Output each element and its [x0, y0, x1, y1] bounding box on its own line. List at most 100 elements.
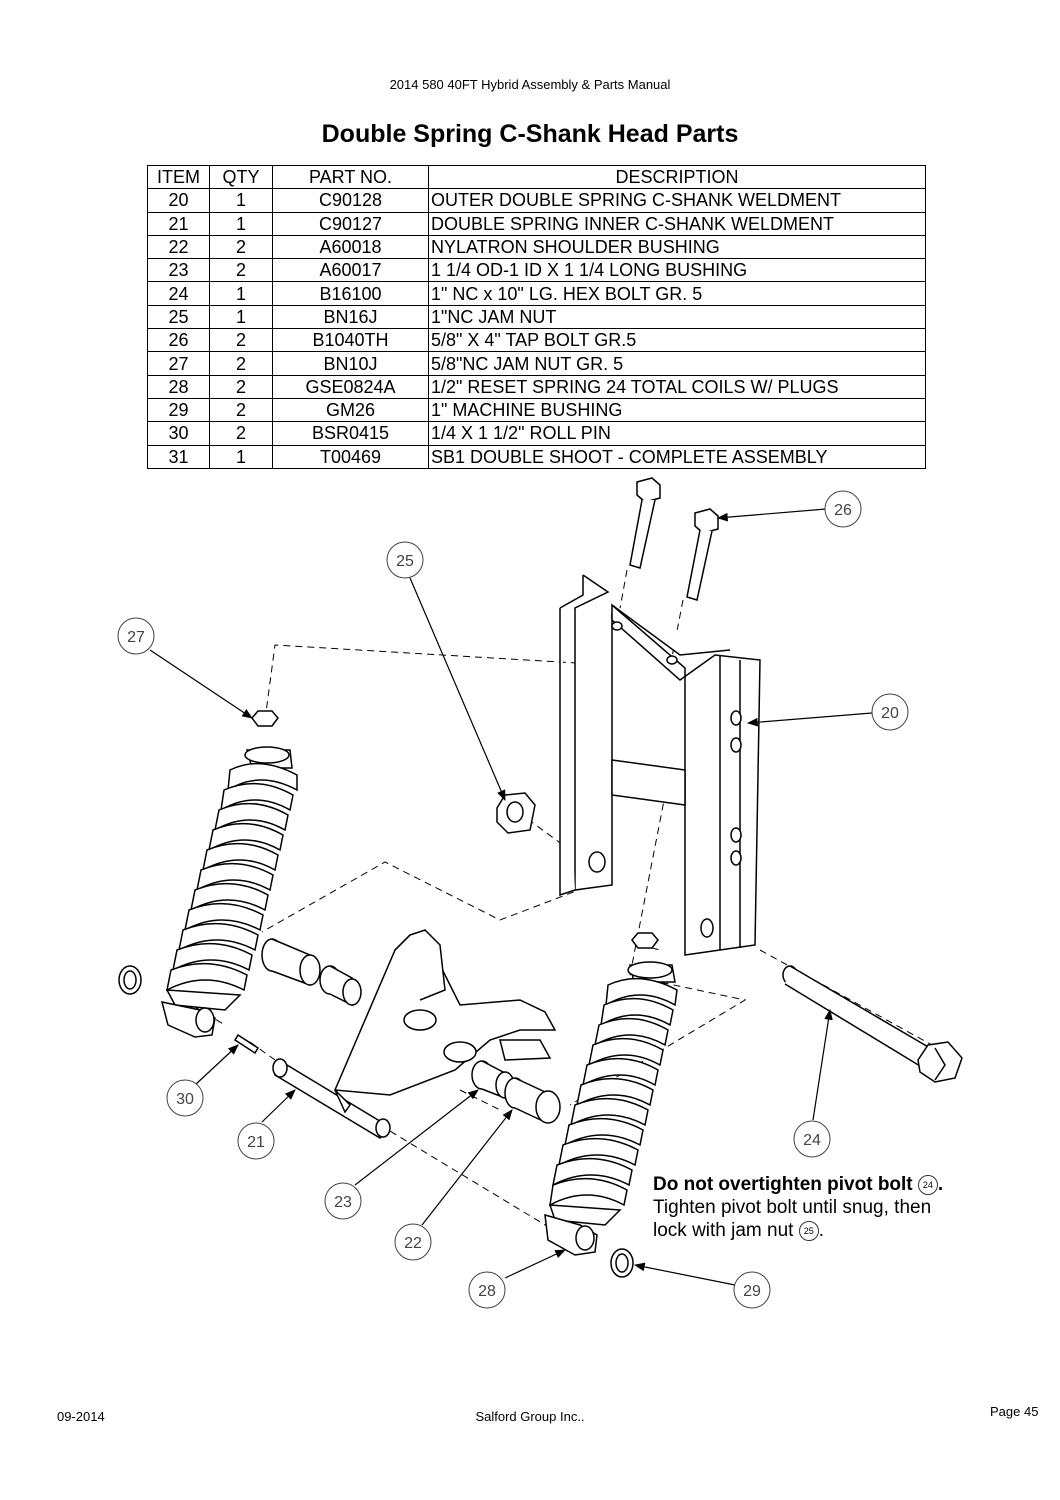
cell-part-no: A60017 — [272, 258, 429, 283]
note-ref-25: 25 — [798, 1220, 819, 1241]
inner-c-shank-weldment — [272, 929, 557, 1139]
callout-28: 28 — [468, 1271, 506, 1309]
svg-text:30: 30 — [176, 1091, 194, 1108]
callout-25: 25 — [386, 541, 424, 579]
cell-qty: 1 — [209, 211, 273, 236]
cell-description: 5/8" X 4" TAP BOLT GR.5 — [428, 328, 926, 353]
cell-part-no: BN10J — [272, 351, 429, 376]
note-ref-24: 24 — [917, 1174, 938, 1195]
callout-22: 22 — [394, 1223, 432, 1261]
cell-item: 22 — [147, 234, 210, 260]
callout-29: 29 — [733, 1271, 771, 1309]
cell-description: OUTER DOUBLE SPRING C-SHANK WELDMENT — [428, 188, 926, 213]
col-header-part-no: PART NO. — [272, 164, 429, 190]
callout-20: 20 — [871, 693, 909, 731]
cell-item: 28 — [147, 374, 210, 399]
callout-27: 27 — [117, 617, 155, 655]
callout-26: 26 — [824, 490, 862, 528]
cell-description: SB1 DOUBLE SHOOT - COMPLETE ASSEMBLY — [428, 444, 926, 469]
svg-text:22: 22 — [404, 1235, 422, 1252]
cell-description: 1"NC JAM NUT — [428, 304, 926, 330]
long-bushing-upper — [319, 965, 362, 1007]
cell-item: 27 — [147, 351, 210, 376]
col-header-item: ITEM — [147, 164, 210, 190]
cell-qty: 2 — [209, 328, 273, 353]
leader-lines — [149, 508, 873, 1286]
footer-date: 09-2014 — [57, 1409, 105, 1424]
cell-qty: 2 — [209, 374, 273, 399]
svg-text:25: 25 — [396, 553, 414, 570]
cell-description: DOUBLE SPRING INNER C-SHANK WELDMENT — [428, 211, 926, 236]
cell-qty: 1 — [209, 444, 273, 469]
svg-text:26: 26 — [834, 502, 852, 519]
cell-part-no: T00469 — [272, 444, 429, 469]
cell-description: 1/2" RESET SPRING 24 TOTAL COILS W/ PLUG… — [428, 374, 926, 399]
svg-text:21: 21 — [247, 1134, 265, 1151]
cell-item: 30 — [147, 421, 210, 446]
cell-description: 1" NC x 10" LG. HEX BOLT GR. 5 — [428, 281, 926, 306]
cell-qty: 2 — [209, 421, 273, 446]
cell-description: 1 1/4 OD-1 ID X 1 1/4 LONG BUSHING — [428, 258, 926, 283]
cell-qty: 1 — [209, 304, 273, 330]
footer-company: Salford Group Inc.. — [475, 1409, 585, 1424]
reset-spring-right — [544, 961, 678, 1256]
svg-text:28: 28 — [478, 1283, 496, 1300]
jam-nuts-27 — [251, 710, 659, 949]
cell-item: 24 — [147, 281, 210, 306]
col-header-description: DESCRIPTION — [428, 164, 926, 190]
long-bushing-lower — [471, 1060, 515, 1100]
cell-part-no: BN16J — [272, 304, 429, 330]
cell-part-no: GSE0824A — [272, 374, 429, 399]
shoulder-bushing-lower — [504, 1077, 561, 1124]
cell-part-no: GM26 — [272, 397, 429, 423]
cell-description: 1/4 X 1 1/2" ROLL PIN — [428, 421, 926, 446]
svg-text:27: 27 — [127, 629, 145, 646]
cell-item: 29 — [147, 397, 210, 423]
cell-part-no: BSR0415 — [272, 421, 429, 446]
note-warning-line: Do not overtighten pivot bolt 24. — [653, 1173, 943, 1196]
shoulder-bushing-upper — [261, 938, 321, 987]
assembly-note: Do not overtighten pivot bolt 24. Tighte… — [653, 1173, 943, 1242]
note-warning-text: Do not overtighten pivot bolt — [653, 1174, 913, 1195]
callout-21: 21 — [237, 1122, 275, 1160]
callout-24: 24 — [793, 1120, 831, 1158]
cell-part-no: B1040TH — [272, 328, 429, 353]
svg-text:23: 23 — [334, 1194, 352, 1211]
cell-description: 1" MACHINE BUSHING — [428, 397, 926, 423]
cell-qty: 2 — [209, 397, 273, 423]
callout-30: 30 — [166, 1079, 204, 1117]
cell-description: NYLATRON SHOULDER BUSHING — [428, 234, 926, 260]
exploded-assembly-diagram: 26 25 27 20 30 21 24 23 22 28 29 — [117, 477, 963, 1309]
cell-part-no: C90128 — [272, 188, 429, 213]
cell-item: 21 — [147, 211, 210, 236]
cell-item: 26 — [147, 328, 210, 353]
table-header-row: ITEM QTY PART NO. DESCRIPTION — [147, 164, 926, 190]
hex-bolt-24 — [782, 965, 963, 1083]
col-header-qty: QTY — [209, 164, 273, 190]
note-jam-nut-end: . — [818, 1220, 825, 1241]
cell-part-no: B16100 — [272, 281, 429, 306]
footer-page-number: Page 45 — [990, 1404, 1039, 1419]
outer-c-shank-weldment — [559, 574, 761, 956]
cell-qty: 1 — [209, 281, 273, 306]
cell-item: 23 — [147, 258, 210, 283]
machine-bushings — [118, 965, 634, 1278]
cell-qty: 1 — [209, 188, 273, 213]
cell-item: 20 — [147, 188, 210, 213]
reset-spring-left — [160, 746, 298, 1038]
cell-description: 5/8"NC JAM NUT GR. 5 — [428, 351, 926, 376]
cell-item: 31 — [147, 444, 210, 469]
svg-text:20: 20 — [881, 705, 899, 722]
note-instruction-line: Tighten pivot bolt until snug, then — [653, 1197, 932, 1218]
note-jam-nut-text: lock with jam nut — [653, 1220, 794, 1241]
